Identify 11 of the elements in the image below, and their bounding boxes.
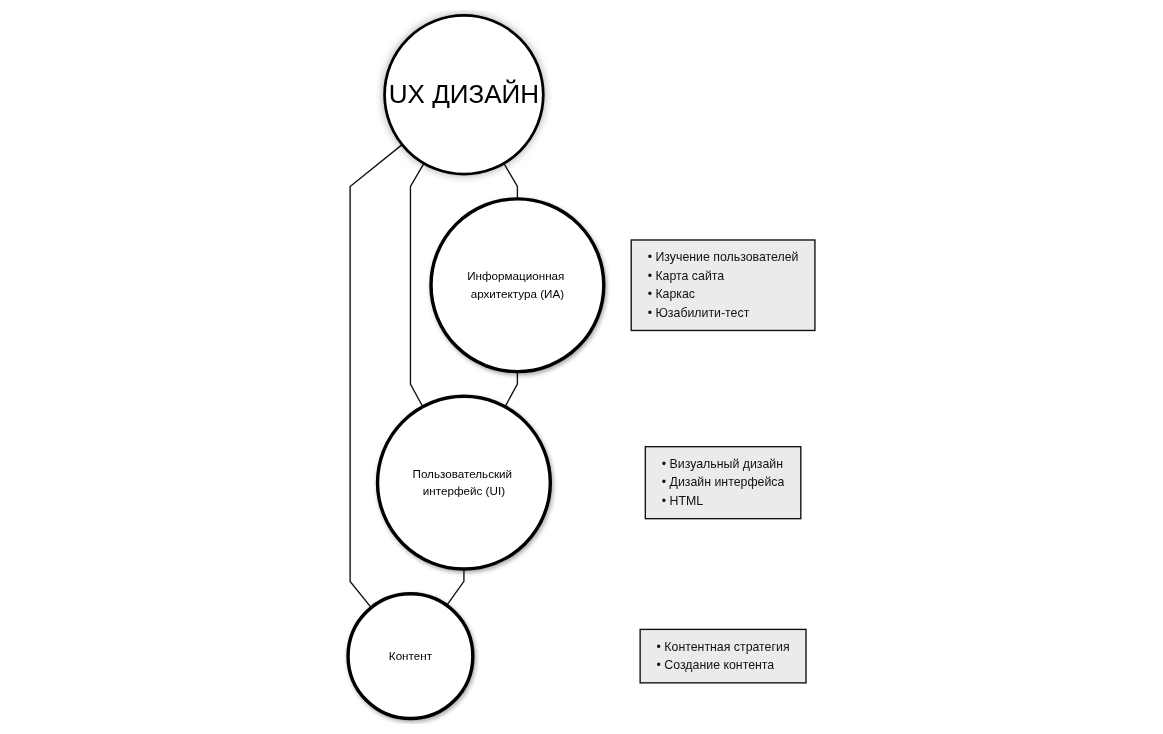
connector bbox=[349, 143, 403, 609]
node-box: • Визуальный дизайн • Дизайн интерфейса • HTML bbox=[644, 446, 802, 520]
node-circle: UX ДИЗАЙН bbox=[383, 14, 545, 176]
node-circle: Пользовательский интерфейс (UI) bbox=[375, 394, 553, 571]
connector bbox=[503, 162, 519, 200]
node-box: • Контентная стратегия • Создание контента bbox=[639, 628, 807, 684]
node-circle: Информационная архитектура (ИА) bbox=[429, 197, 606, 374]
connector bbox=[409, 162, 425, 408]
node-circle: Контент bbox=[346, 592, 475, 721]
connector bbox=[446, 568, 465, 607]
node-box: • Изучение пользователей • Карта сайта • Каркас • Юзабилити-тест bbox=[630, 239, 816, 332]
